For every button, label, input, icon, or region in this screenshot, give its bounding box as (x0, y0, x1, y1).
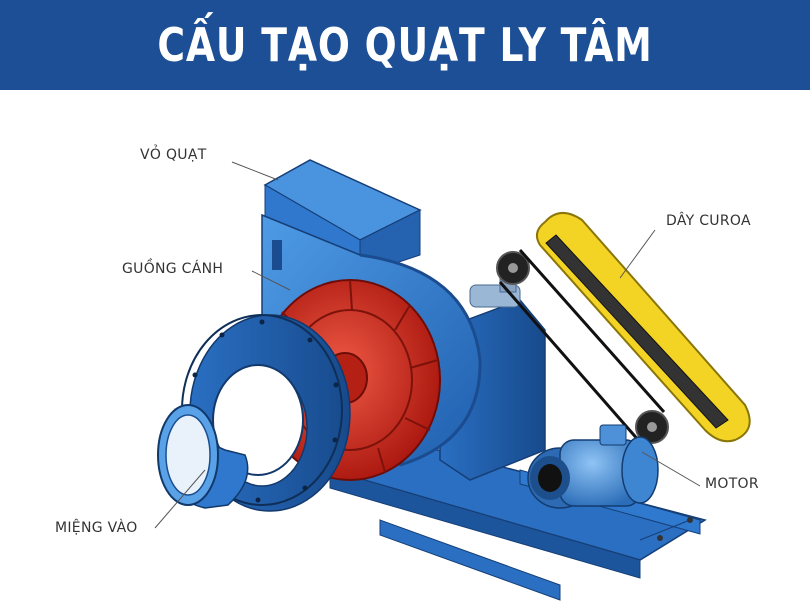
label-guong-canh: GUỒNG CÁNH (122, 261, 224, 277)
leader-lines (154, 161, 701, 529)
inlet-flange (181, 314, 351, 512)
label-motor: MOTOR (705, 476, 759, 492)
leader-mieng-vao (154, 469, 206, 529)
label-day-curoa: DÂY CUROA (666, 213, 751, 229)
page-title: CẤU TẠO QUẠT LY TÂM (157, 18, 653, 72)
motor (527, 424, 659, 509)
diagram-stage: VỎ QUẠT GUỒNG CÁNH MIỆNG VÀO DÂY CUROA M… (0, 90, 810, 608)
belt-drive (496, 249, 669, 444)
leader-guong-canh (251, 270, 291, 291)
inlet-cone (157, 404, 249, 509)
leader-day-curoa (619, 229, 656, 279)
label-vo-quat: VỎ QUẠT (140, 147, 207, 163)
leader-vo-quat (231, 161, 279, 181)
title-banner: CẤU TẠO QUẠT LY TÂM (0, 0, 810, 90)
belt-guard (535, 212, 751, 443)
leader-motor (641, 451, 701, 487)
label-mieng-vao: MIỆNG VÀO (55, 520, 138, 536)
fan-illustration (154, 159, 751, 601)
